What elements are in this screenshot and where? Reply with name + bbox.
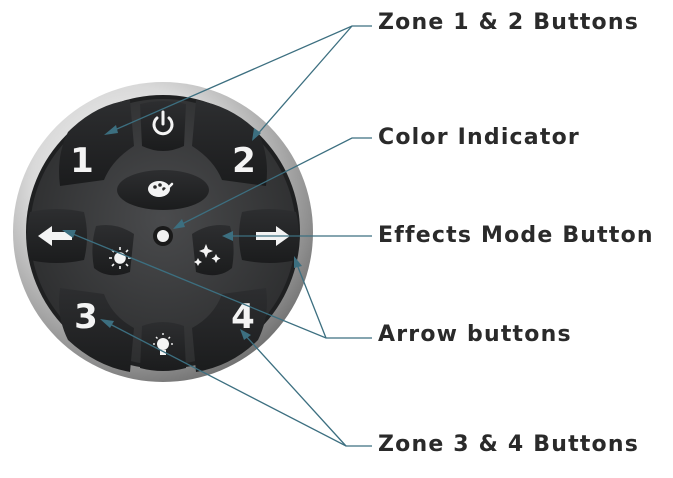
arrowhead-zone1	[104, 125, 118, 135]
label-effects-mode-button: Effects Mode Button	[378, 223, 654, 248]
zone-3-number: 3	[74, 297, 98, 337]
leader-lines	[67, 25, 372, 447]
effects-mode-button[interactable]	[192, 225, 234, 276]
arrowhead-color	[173, 219, 185, 229]
zone-1-number: 1	[70, 141, 94, 181]
color-indicator	[157, 230, 169, 242]
leader-arrows-b	[295, 261, 327, 339]
label-arrow-buttons: Arrow buttons	[378, 322, 572, 347]
leader-zone34-b	[243, 333, 347, 447]
arrowhead-arrow-right	[294, 256, 302, 268]
label-color-indicator: Color Indicator	[378, 125, 580, 150]
zone-3-button[interactable]	[59, 288, 134, 372]
arrowhead-effects	[222, 231, 233, 241]
arrowhead-zone3	[100, 319, 114, 328]
arrowhead-arrow-left	[62, 230, 76, 238]
leader-zone12-b	[255, 25, 353, 137]
leader-arrowheads	[62, 125, 302, 340]
arrowhead-zone4	[240, 329, 251, 340]
zone-4-button[interactable]	[192, 288, 267, 372]
zone-2-number: 2	[232, 141, 256, 181]
sparkle-icon	[194, 244, 221, 266]
zone-1-button[interactable]	[59, 100, 134, 186]
power-icon	[152, 110, 174, 136]
leader-color	[177, 137, 372, 227]
light-bulb-icon	[153, 333, 173, 355]
zone-2-button[interactable]	[192, 100, 267, 186]
palette-icon	[148, 181, 174, 197]
label-zone-1-2-buttons: Zone 1 & 2 Buttons	[378, 10, 640, 35]
left-arrow-icon	[38, 226, 72, 246]
label-zone-3-4-buttons: Zone 3 & 4 Buttons	[378, 432, 640, 457]
arrowhead-zone2	[252, 128, 261, 141]
